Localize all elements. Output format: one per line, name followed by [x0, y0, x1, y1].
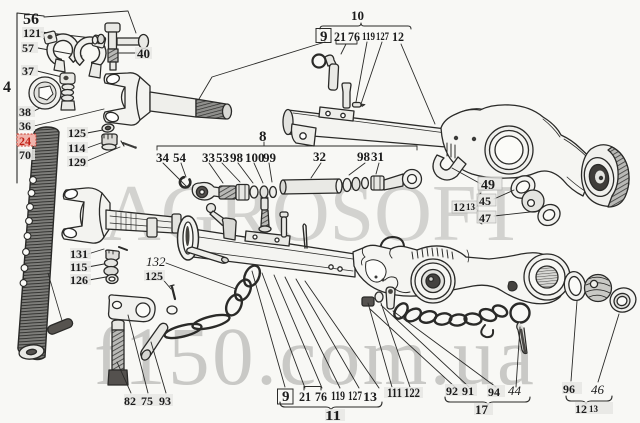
svg-text:32: 32: [313, 149, 326, 164]
svg-text:100: 100: [245, 150, 265, 165]
svg-text:37: 37: [22, 64, 34, 78]
svg-text:9: 9: [282, 389, 290, 405]
svg-text:21: 21: [299, 389, 311, 404]
svg-text:76: 76: [315, 389, 327, 404]
svg-text:44: 44: [508, 383, 522, 398]
svg-text:99: 99: [263, 150, 277, 165]
svg-text:21: 21: [334, 29, 346, 44]
svg-text:76: 76: [348, 29, 360, 44]
svg-text:91: 91: [462, 384, 474, 398]
svg-text:12: 12: [575, 402, 587, 416]
svg-text:92: 92: [446, 384, 458, 398]
svg-text:93: 93: [159, 394, 171, 408]
svg-text:111: 111: [387, 385, 402, 400]
svg-text:98: 98: [357, 149, 371, 164]
svg-text:53: 53: [216, 150, 230, 165]
svg-text:121: 121: [23, 26, 41, 40]
svg-text:46: 46: [591, 382, 605, 397]
svg-text:31: 31: [371, 149, 384, 164]
svg-text:24: 24: [19, 134, 31, 148]
svg-text:131: 131: [70, 247, 88, 261]
svg-text:75: 75: [141, 394, 153, 408]
svg-text:13: 13: [589, 404, 599, 414]
svg-text:54: 54: [173, 150, 187, 165]
svg-text:114: 114: [68, 141, 85, 155]
svg-text:70: 70: [19, 148, 31, 162]
svg-text:38: 38: [19, 105, 31, 119]
svg-text:10: 10: [351, 8, 364, 23]
svg-text:34: 34: [156, 150, 170, 165]
svg-text:115: 115: [70, 260, 87, 274]
svg-text:94: 94: [488, 385, 500, 399]
svg-text:13: 13: [466, 202, 476, 212]
svg-text:125: 125: [145, 269, 163, 283]
svg-text:119: 119: [362, 29, 375, 43]
svg-text:126: 126: [70, 273, 88, 287]
svg-text:4: 4: [3, 79, 11, 96]
svg-text:45: 45: [479, 194, 491, 208]
svg-text:127: 127: [376, 29, 389, 43]
svg-text:57: 57: [22, 41, 34, 55]
svg-text:132: 132: [146, 254, 166, 269]
svg-text:127: 127: [348, 388, 362, 403]
svg-text:33: 33: [202, 150, 216, 165]
svg-text:36: 36: [19, 119, 31, 133]
svg-text:119: 119: [331, 388, 345, 403]
svg-text:129: 129: [68, 155, 86, 169]
svg-text:13: 13: [363, 389, 378, 404]
svg-text:122: 122: [404, 385, 420, 400]
svg-text:8: 8: [259, 129, 267, 145]
svg-text:82: 82: [124, 394, 136, 408]
svg-text:40: 40: [137, 46, 150, 61]
svg-text:49: 49: [481, 178, 495, 193]
svg-text:125: 125: [68, 126, 86, 140]
svg-text:12: 12: [453, 200, 465, 214]
svg-text:47: 47: [479, 211, 491, 225]
svg-text:98: 98: [230, 150, 244, 165]
svg-text:96: 96: [563, 382, 575, 396]
svg-text:11: 11: [325, 409, 341, 423]
svg-text:12: 12: [392, 29, 404, 44]
svg-text:9: 9: [320, 29, 328, 45]
svg-text:56: 56: [23, 11, 39, 28]
svg-text:17: 17: [475, 402, 489, 417]
